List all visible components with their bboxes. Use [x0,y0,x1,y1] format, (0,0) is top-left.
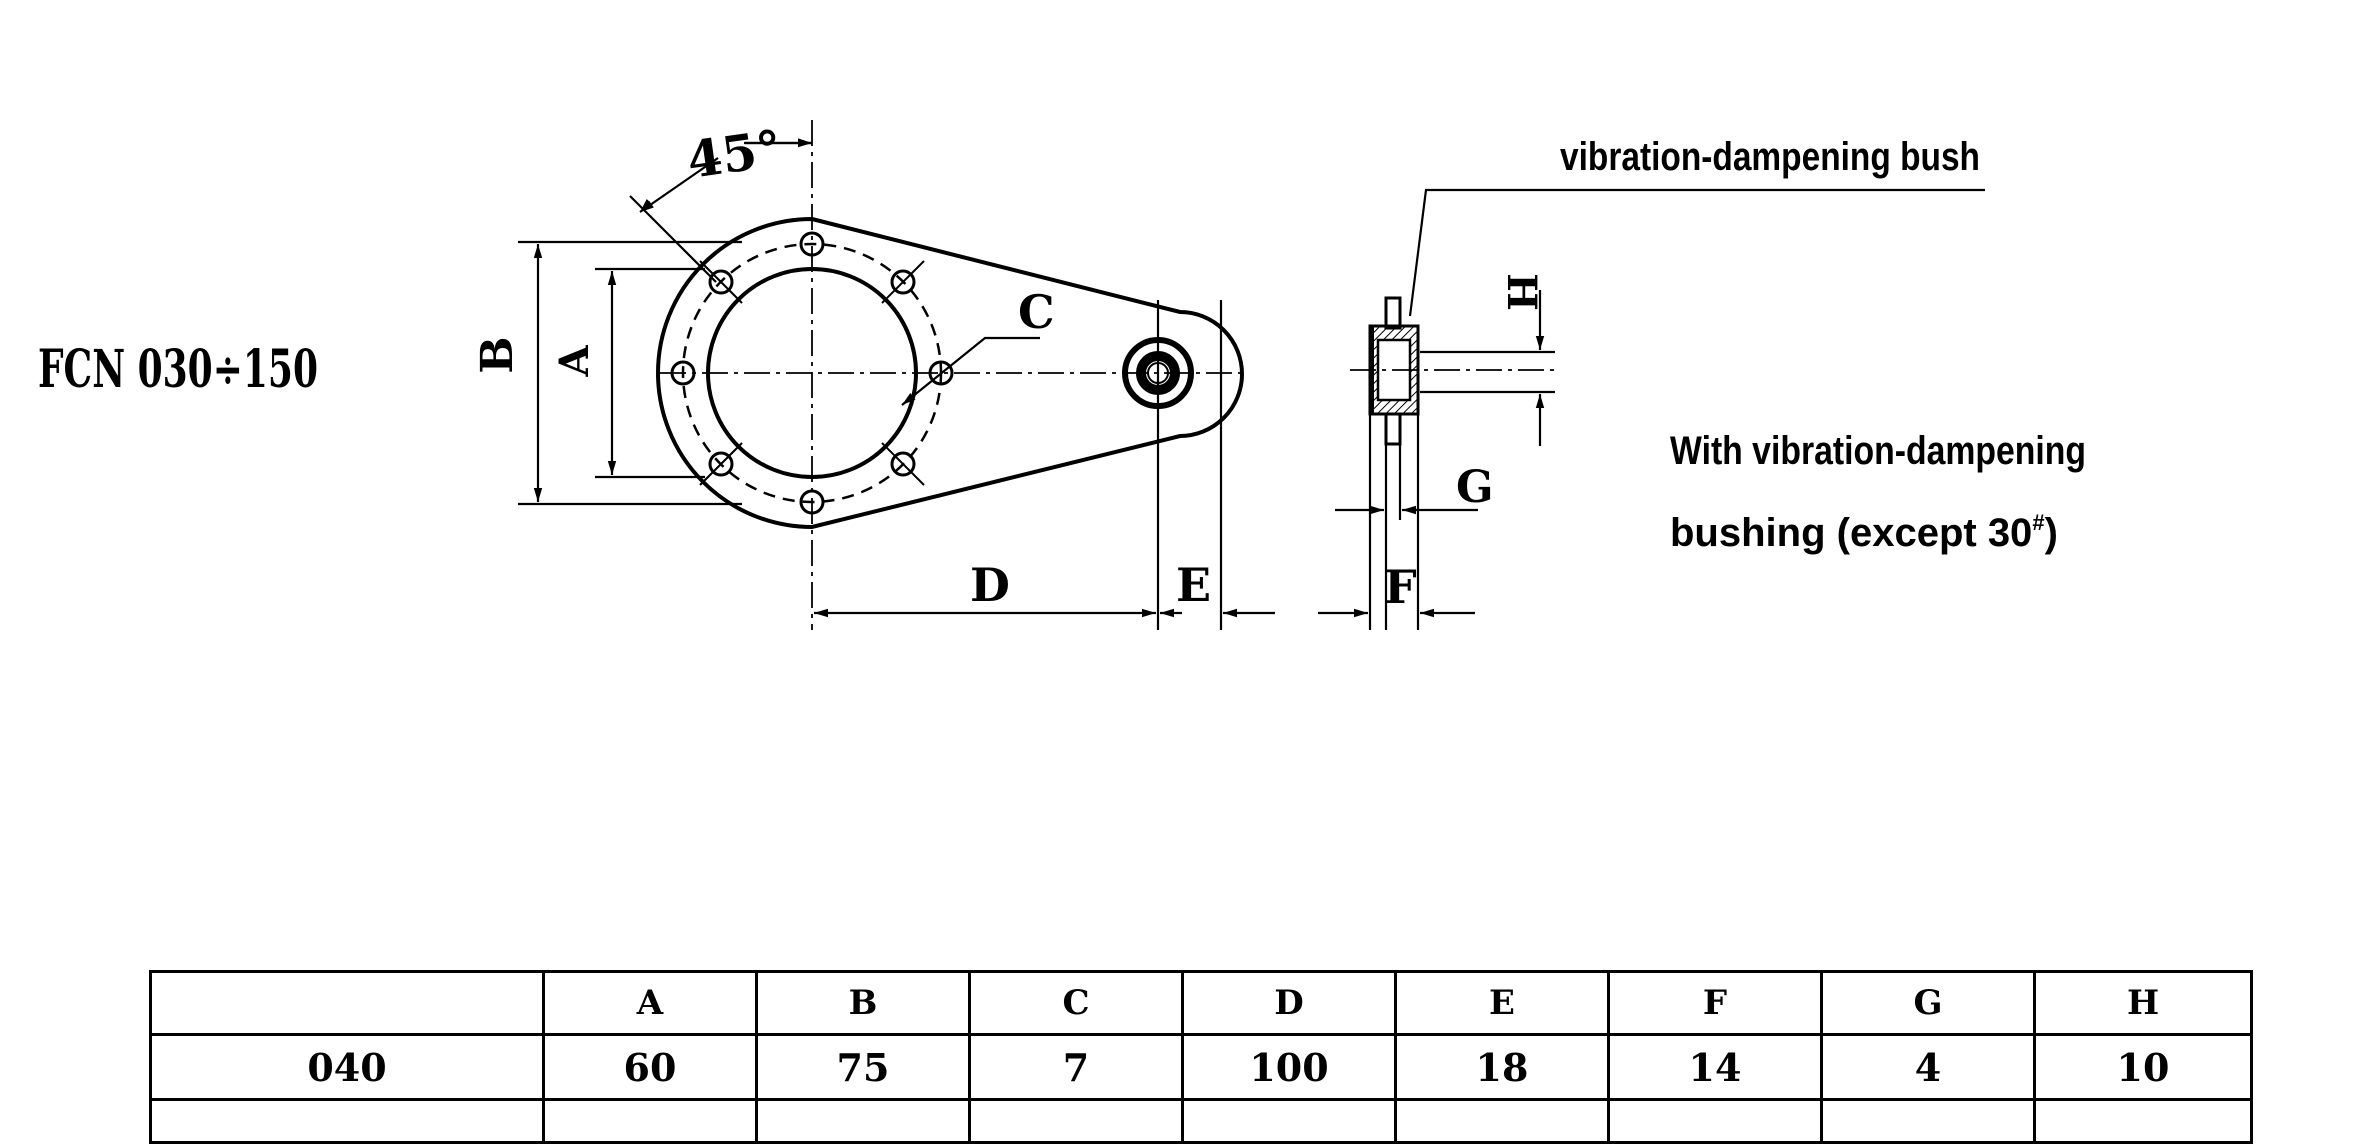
note-line-2-sup: # [2032,510,2044,535]
note-line-1: With vibration-dampening [1670,429,2086,473]
model-label: FCN 030÷150 [38,339,318,400]
header-cell-e: E [1394,970,1610,1036]
dim-label-f: F [1384,560,1417,614]
dim-label-h: H [1498,273,1545,311]
dim-label-g: G [1456,462,1494,513]
side-view [1350,296,1560,446]
header-cell-g: G [1820,970,2036,1036]
row-cell-b: 75 [755,1033,971,1101]
row-cell-model: 040 [149,1033,545,1101]
front-dimensions [518,138,1275,630]
dimension-table: A B C D E F G H 040 60 75 7 100 18 14 4 … [149,970,2253,1144]
row-cell-e: 18 [1394,1033,1610,1101]
side-dimensions [1318,188,1985,630]
dim-label-c: C [1018,285,1055,339]
bush-callout: vibration-dampening bush [1560,135,1980,179]
dim-label-e: E [1176,558,1211,612]
header-cell-h: H [2033,970,2253,1036]
row-cell-h: 10 [2033,1033,2253,1101]
technical-drawing: FCN 030÷150 [38,118,2086,630]
angle-label: 45° [683,118,785,190]
header-cell-f: F [1607,970,1823,1036]
header-cell-a: A [542,970,758,1036]
row-cell-c: 7 [968,1033,1184,1101]
header-cell-b: B [755,970,971,1036]
header-cell-c: C [968,970,1184,1036]
table-row-partial [149,1098,2253,1144]
bush-leader [1408,188,1985,317]
front-view [656,120,1244,630]
note-line-2-end: ) [2045,511,2058,555]
header-cell-d: D [1181,970,1397,1036]
note-line-2: bushing (except 30#) [1670,510,2058,555]
table-row: 040 60 75 7 100 18 14 4 10 [149,1033,2253,1101]
table-header-row: A B C D E F G H [149,970,2253,1036]
row-cell-d: 100 [1181,1033,1397,1101]
row-cell-a: 60 [542,1033,758,1101]
row-cell-g: 4 [1820,1033,2036,1101]
bracket-outline [656,216,1244,530]
dim-label-a: A [551,345,598,378]
dim-label-b: B [472,336,523,373]
row-cell-f: 14 [1607,1033,1823,1101]
header-cell-model [149,970,545,1036]
dim-label-d: D [970,558,1010,612]
note-line-2-text: bushing (except 30 [1670,511,2032,555]
